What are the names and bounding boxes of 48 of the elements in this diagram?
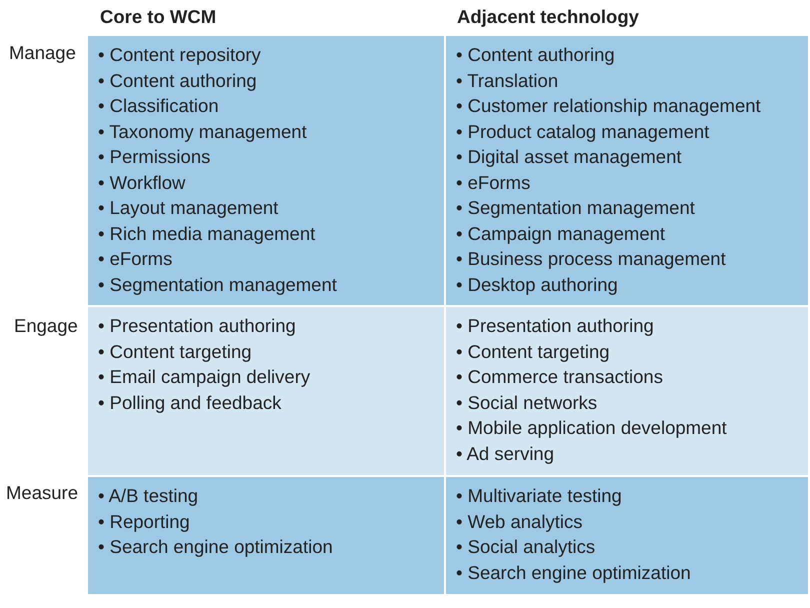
list-item: • Social networks — [456, 390, 598, 414]
table-cell — [446, 36, 808, 305]
list-item: • Content authoring — [98, 68, 257, 93]
list-item: • Web analytics — [456, 510, 582, 534]
list-item: • Presentation authoring — [98, 314, 296, 338]
list-item: • Desktop authoring — [456, 272, 618, 297]
list-item: • Reporting — [98, 510, 190, 534]
list-item: • Presentation authoring — [456, 314, 654, 338]
list-item: • Rich media management — [98, 222, 316, 246]
table-cell — [446, 477, 808, 594]
row-header: Manage — [9, 42, 76, 64]
list-item: • Mobile application development — [456, 416, 727, 440]
column-header: Adjacent technology — [457, 6, 639, 28]
list-item: • Ad serving — [456, 442, 554, 466]
row-header: Engage — [14, 315, 78, 337]
list-item: • A/B testing — [98, 484, 198, 508]
list-item: • Customer relationship management — [456, 94, 761, 118]
list-item: • Segmentation management — [456, 196, 695, 220]
list-item: • Search engine optimization — [98, 535, 333, 559]
table-cell — [88, 36, 444, 305]
list-item: • Business process management — [456, 247, 726, 271]
list-item: • Content repository — [98, 43, 261, 67]
list-item: • Campaign management — [456, 222, 666, 246]
list-item: • Polling and feedback — [98, 390, 282, 415]
list-item: • Content targeting — [98, 340, 252, 364]
list-item: • Layout management — [98, 196, 278, 220]
table-cell — [88, 307, 444, 475]
list-item: • Segmentation management — [98, 272, 337, 297]
table-cell — [446, 307, 808, 475]
list-item: • Social analytics — [456, 535, 596, 559]
list-item: • Workflow — [98, 170, 186, 194]
list-item: • Taxonomy management — [98, 120, 307, 144]
list-item: • Permissions — [98, 145, 210, 169]
list-item: • Product catalog management — [456, 120, 710, 144]
list-item: • eForms — [456, 170, 530, 194]
table-cell — [88, 477, 444, 594]
list-item: • Email campaign delivery — [98, 365, 310, 389]
list-item: • eForms — [98, 247, 172, 271]
list-item: • Commerce transactions — [456, 365, 663, 389]
list-item: • Content targeting — [456, 340, 610, 364]
list-item: • Content authoring — [456, 43, 615, 67]
row-header: Measure — [6, 482, 78, 504]
list-item: • Translation — [456, 68, 558, 92]
list-item: • Search engine optimization — [456, 560, 691, 585]
list-item: • Multivariate testing — [456, 484, 622, 508]
list-item: • Classification — [98, 94, 219, 118]
column-header: Core to WCM — [100, 6, 216, 28]
list-item: • Digital asset management — [456, 145, 682, 169]
